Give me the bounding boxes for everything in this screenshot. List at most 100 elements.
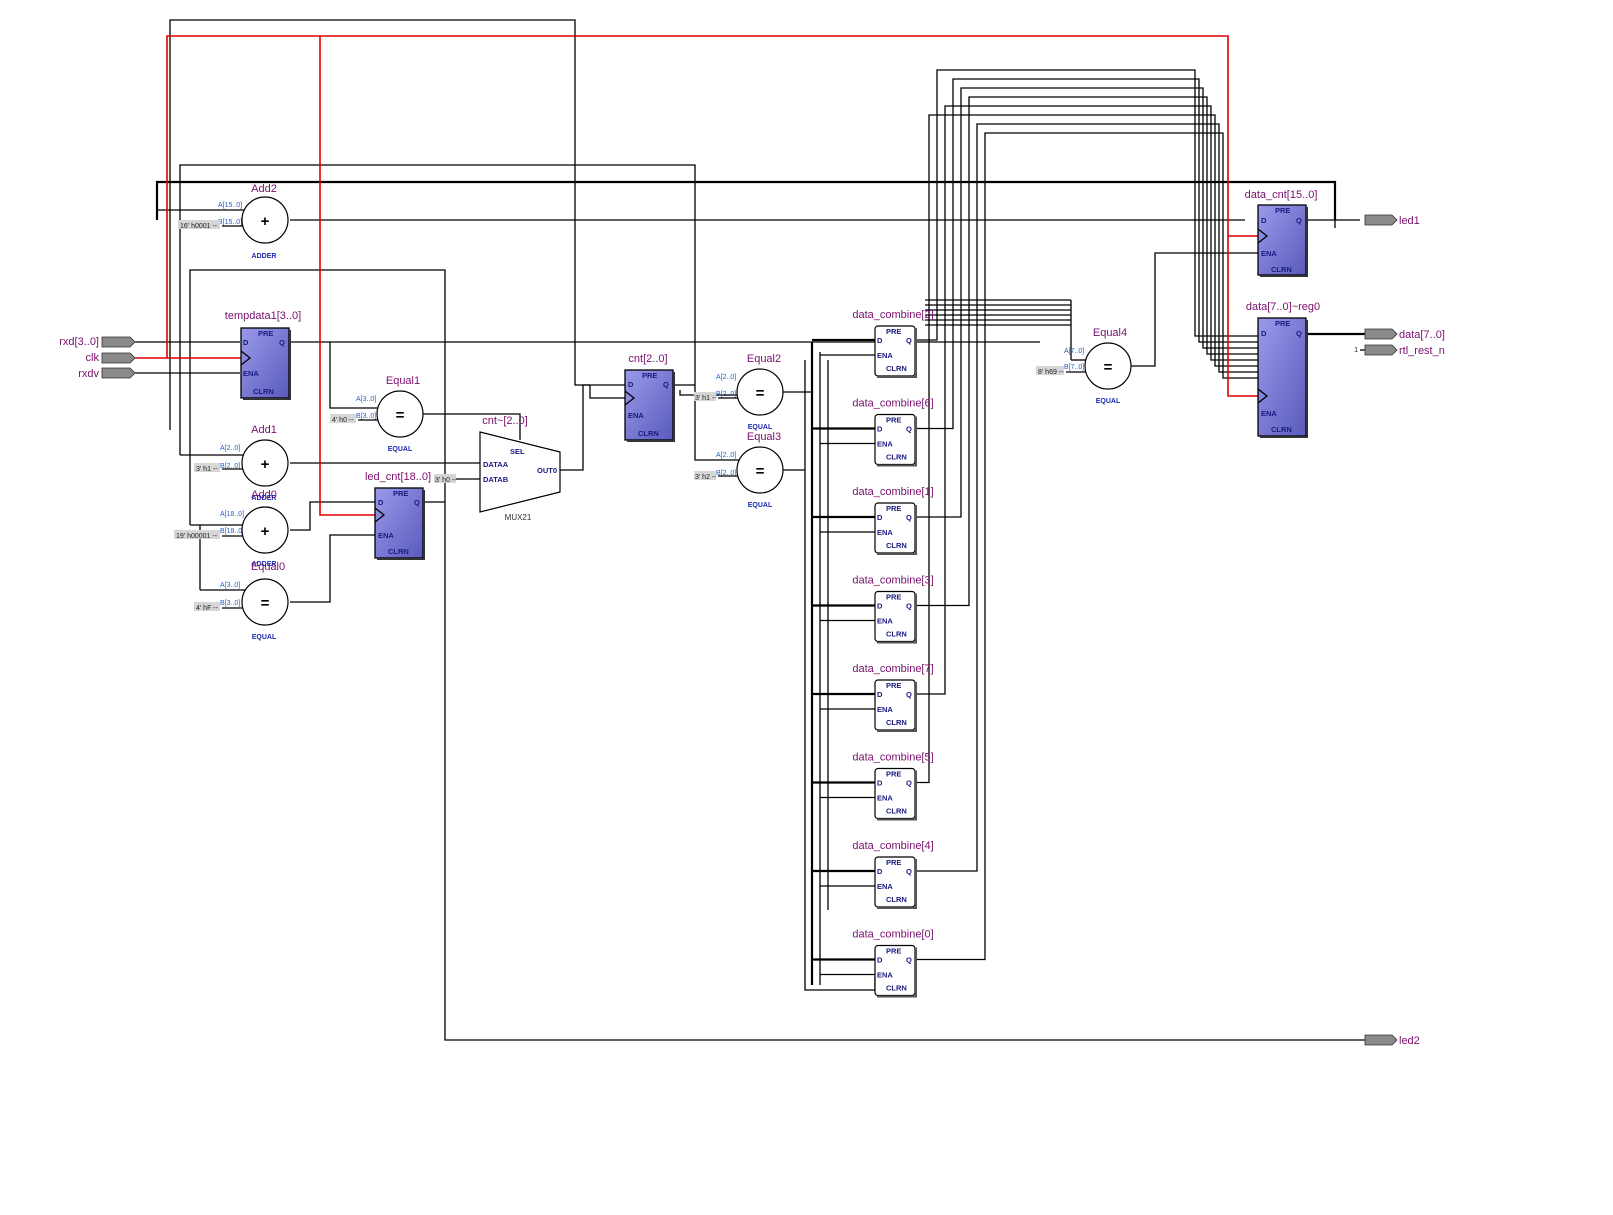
data-combine-pin-clrn: CLRN (886, 364, 907, 373)
data-combine-pin-ena: ENA (877, 794, 893, 803)
equal2-pin-b: B[2..0] (716, 391, 736, 398)
input-label-rxdv: rxdv (78, 368, 99, 380)
equal2-pin-a: A[2..0] (716, 374, 736, 381)
data-reg-pin-pre: PRE (1275, 319, 1290, 328)
output-label-rtl-rest-n: rtl_rest_n (1399, 345, 1445, 357)
data-combine-pin-ena: ENA (877, 705, 893, 714)
equal0-type: EQUAL (252, 634, 277, 641)
comparator-equal0[interactable]: Equal0 A[3..0] B[3..0] 4' hF -- = EQUAL (194, 561, 289, 641)
equal3-const: 3' h2 -- (695, 474, 717, 481)
input-label-rxd: rxd[3..0] (59, 336, 99, 348)
add1-const: 3' h1 -- (196, 466, 218, 473)
input-label-clk: clk (86, 352, 100, 364)
equal1-type: EQUAL (388, 446, 413, 453)
equal2-type: EQUAL (748, 424, 773, 431)
cnt-label: cnt[2..0] (628, 353, 667, 365)
data-reg-pin-q: Q (1296, 329, 1302, 338)
rtl-rest-n-driver: 1 (1354, 347, 1358, 354)
add1-label: Add1 (251, 424, 277, 436)
data-combine-pin-q: Q (906, 513, 912, 522)
wire-layer (135, 19, 1365, 1041)
data-combine-pin-clrn: CLRN (886, 718, 907, 727)
register-data-cnt[interactable]: data_cnt[15..0] PRE D Q ENA CLRN (1245, 189, 1318, 277)
comparator-equal2[interactable]: Equal2 A[2..0] B[2..0] 3' h1 -- = EQUAL (694, 353, 784, 431)
data-combine-pin-d: D (877, 956, 883, 965)
input-port-rxdv[interactable]: rxdv (78, 367, 136, 380)
cnt-pin-d: D (628, 380, 634, 389)
mux-pin-out: OUT0 (537, 466, 557, 475)
equal1-op: = (396, 407, 405, 424)
data-combine-label: data_combine[5] (852, 752, 933, 764)
led-cnt-pin-ena: ENA (378, 531, 394, 540)
data-combine-pin-d: D (877, 513, 883, 522)
equal4-pin-b: B[7..0] (1064, 364, 1084, 371)
equal3-op: = (756, 463, 765, 480)
mux-pin-datab: DATAB (483, 475, 509, 484)
output-port-led1[interactable]: led1 (1364, 214, 1420, 227)
data-combine-pin-pre: PRE (886, 681, 901, 690)
data-combine-pin-clrn: CLRN (886, 630, 907, 639)
comparator-equal4[interactable]: Equal4 A[7..0] B[7..0] 8' h69 -- = EQUAL (1036, 327, 1132, 405)
comparator-equal1[interactable]: Equal1 A[3..0] B[3..0] 4' h0 -- = EQUAL (330, 375, 424, 453)
data-combine-pin-clrn: CLRN (886, 984, 907, 993)
data-combine-pin-d: D (877, 779, 883, 788)
equal3-type: EQUAL (748, 502, 773, 509)
comparator-equal3[interactable]: Equal3 A[2..0] B[2..0] 3' h2 -- = EQUAL (694, 431, 784, 509)
input-port-rxd[interactable]: rxd[3..0] (59, 336, 136, 348)
mux-label: cnt~[2..0] (482, 415, 528, 427)
data-combine-pin-ena: ENA (877, 882, 893, 891)
data-cnt-pin-clrn: CLRN (1271, 265, 1292, 274)
cnt-pin-q: Q (663, 380, 669, 389)
data-combine-pin-pre: PRE (886, 593, 901, 602)
input-port-clk[interactable]: clk (86, 352, 136, 364)
cnt-pin-ena: ENA (628, 411, 644, 420)
add0-pin-b: B[18..0] (220, 528, 244, 535)
data-combine-pin-q: Q (906, 602, 912, 611)
register-led-cnt[interactable]: led_cnt[18..0] PRE D Q ENA CLRN (365, 471, 431, 560)
data-reg-pin-ena: ENA (1261, 409, 1277, 418)
adder-add1[interactable]: Add1 A[2..0] B[2..0] 3' h1 -- + ADDER (194, 424, 289, 502)
data-combine-pin-pre: PRE (886, 858, 901, 867)
data-combine-pin-q: Q (906, 425, 912, 434)
register-cnt[interactable]: cnt[2..0] PRE D Q ENA CLRN (624, 353, 675, 442)
mux-cnt[interactable]: cnt~[2..0] SEL DATAA DATAB OUT0 3' h0 --… (434, 415, 561, 522)
equal4-pin-a: A[7..0] (1064, 348, 1084, 355)
register-tempdata1[interactable]: tempdata1[3..0] PRE D Q ENA CLRN (225, 310, 301, 400)
output-port-led2[interactable]: led2 (1364, 1034, 1420, 1047)
data-combine-label: data_combine[1] (852, 486, 933, 498)
adder-add0[interactable]: Add0 A[18..0] B[18..0] 19' h00001 -- + A… (174, 489, 289, 568)
data-combine-label: data_combine[3] (852, 575, 933, 587)
add1-type: ADDER (252, 495, 277, 502)
equal2-label: Equal2 (747, 353, 781, 365)
equal0-const: 4' hF -- (196, 605, 219, 612)
data-combine-pin-d: D (877, 336, 883, 345)
data-combine-label: data_combine[7] (852, 663, 933, 675)
register-data-reg[interactable]: data[7..0]~reg0 PRE D Q ENA CLRN (1246, 301, 1320, 438)
data-cnt-pin-q: Q (1296, 216, 1302, 225)
add0-label: Add0 (251, 489, 277, 501)
data-reg-pin-clrn: CLRN (1271, 425, 1292, 434)
add0-type: ADDER (252, 561, 277, 568)
add2-op: + (261, 213, 270, 230)
add1-pin-a: A[2..0] (220, 445, 240, 452)
add0-const: 19' h00001 -- (176, 533, 218, 540)
tempdata1-pin-d: D (243, 338, 249, 347)
equal4-label: Equal4 (1093, 327, 1127, 339)
data-combine-pin-ena: ENA (877, 351, 893, 360)
cnt-pin-clrn: CLRN (638, 429, 659, 438)
output-port-data[interactable]: data[7..0] (1364, 328, 1445, 341)
output-port-rtl-rest-n[interactable]: 1 rtl_rest_n (1354, 344, 1445, 357)
adder-add2[interactable]: Add2 A[15..0] B[15..0] 16' h0001 -- + AD… (178, 183, 289, 260)
data-cnt-pin-d: D (1261, 216, 1267, 225)
data-reg-pin-d: D (1261, 329, 1267, 338)
data-combine-pin-ena: ENA (877, 617, 893, 626)
add2-label: Add2 (251, 183, 277, 195)
